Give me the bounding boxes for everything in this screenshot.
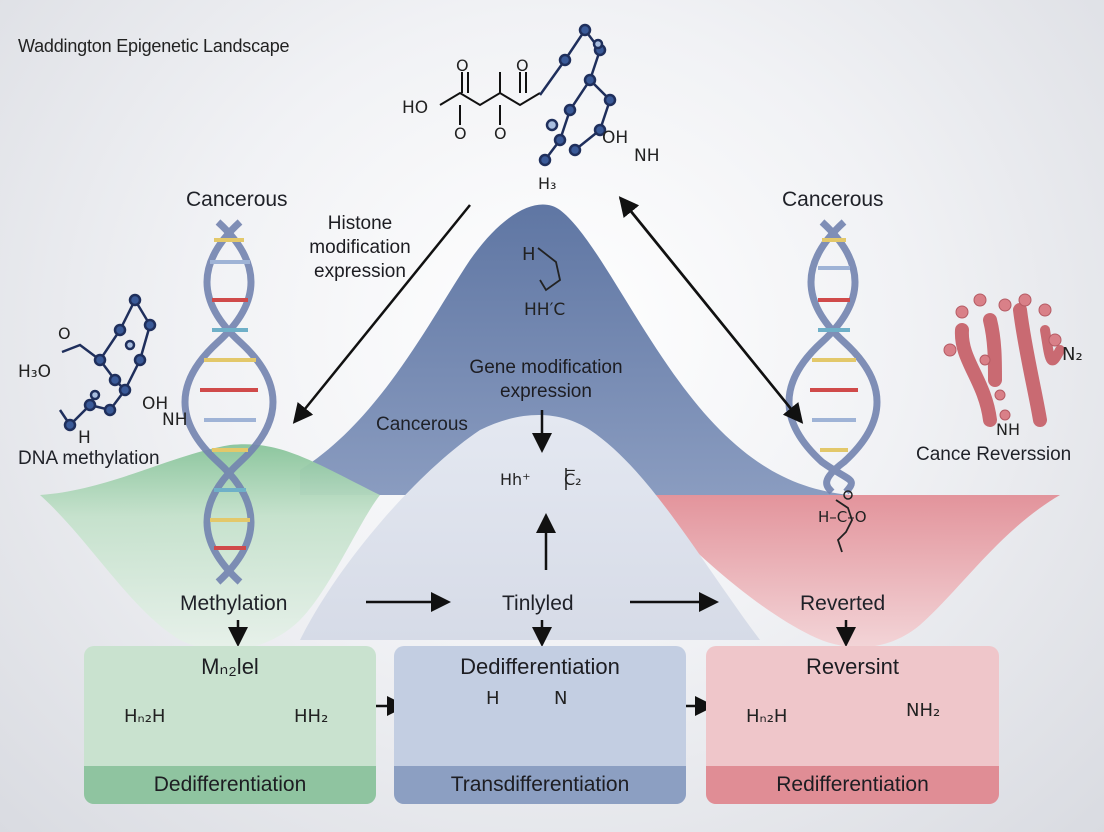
top-molecule-o4: O xyxy=(494,124,507,143)
peak-h: H xyxy=(522,244,536,265)
label-cancer-reversion: Cance Reverssion xyxy=(916,444,1072,465)
top-molecule-o3: O xyxy=(454,124,467,143)
card-title: Reversint xyxy=(806,654,899,679)
left-molecule-h3o: H₃O xyxy=(18,362,51,382)
dna-rungs-left xyxy=(200,238,258,550)
c2-formula: C̅₂ xyxy=(564,470,582,489)
arrow-right-diag-end xyxy=(619,197,804,424)
card-title: Mₙ₂lel xyxy=(201,654,259,679)
card-formula-right: N xyxy=(554,688,568,709)
top-molecule-o1: O xyxy=(456,56,469,75)
label-cancerous-right: Cancerous xyxy=(782,188,884,211)
label-dna-methylation: DNA methylation xyxy=(18,448,160,469)
blue-peak xyxy=(300,204,850,495)
label-histone: Histone modification expression xyxy=(309,213,411,282)
arrow-histone xyxy=(292,204,471,424)
left-molecule-oh: OH xyxy=(142,394,169,414)
top-molecule-ho: HO xyxy=(402,98,429,118)
label-methylation: Methylation xyxy=(180,592,288,615)
card-footer: Transdifferentiation xyxy=(394,766,686,804)
top-molecule-nh: NH xyxy=(634,146,660,166)
card-formula-left: H xyxy=(486,688,500,709)
label-gene-modification: Gene modification expression xyxy=(469,357,623,402)
label-cancerous-left: Cancerous xyxy=(186,188,288,211)
label-reverted: Reverted xyxy=(800,592,886,615)
top-molecule xyxy=(439,72,541,125)
dna-helix-right xyxy=(785,219,881,495)
card-footer: Dedifferentiation xyxy=(84,766,376,804)
label-cancerous-mid: Cancerous xyxy=(376,414,468,435)
protein-beads xyxy=(943,293,1062,421)
top-molecule-o2: O xyxy=(516,56,529,75)
dna-helix-left xyxy=(181,219,277,585)
label-tinlyled: Tinlyled xyxy=(502,592,574,615)
top-molecule-h3: H₃ xyxy=(538,174,557,193)
red-valley xyxy=(640,495,1060,648)
peak-hhc: HH′C xyxy=(524,300,566,320)
dna-rungs-right xyxy=(810,238,858,452)
peak-ring xyxy=(537,247,562,292)
protein-n2: N₂ xyxy=(1062,344,1083,365)
protein-nh: NH xyxy=(996,420,1020,439)
red-structure xyxy=(835,499,853,553)
red-formula: H–C–O xyxy=(818,508,867,526)
card-redifferentiation: Reversint Hₙ₂H NH₂ Redifferentiation xyxy=(706,646,999,804)
card-transdifferentiation: Dedifferentiation H N Transdifferentiati… xyxy=(394,646,686,804)
left-molecule-o: O xyxy=(58,324,71,343)
card-formula-right: HH₂ xyxy=(294,706,329,727)
pale-hill xyxy=(300,415,760,640)
top-molecule-oh: OH xyxy=(602,128,629,148)
card-formula-left: Hₙ₂H xyxy=(124,706,166,727)
card-dedifferentiation: Mₙ₂lel Hₙ₂H HH₂ Dedifferentiation xyxy=(84,646,376,804)
left-molecule-h: H xyxy=(78,428,91,448)
hh-formula: Hh⁺ xyxy=(500,470,531,489)
card-formula-left: Hₙ₂H xyxy=(746,706,788,727)
left-molecule-nh: NH xyxy=(162,410,188,430)
protein-structure xyxy=(954,303,1065,427)
card-formula-right: NH₂ xyxy=(906,700,941,721)
card-title: Dedifferentiation xyxy=(460,654,620,679)
top-molecule-beads xyxy=(538,23,617,167)
left-molecule xyxy=(58,293,157,432)
diagram-title: Waddington Epigenetic Landscape xyxy=(18,36,290,56)
card-footer: Redifferentiation xyxy=(706,766,999,804)
